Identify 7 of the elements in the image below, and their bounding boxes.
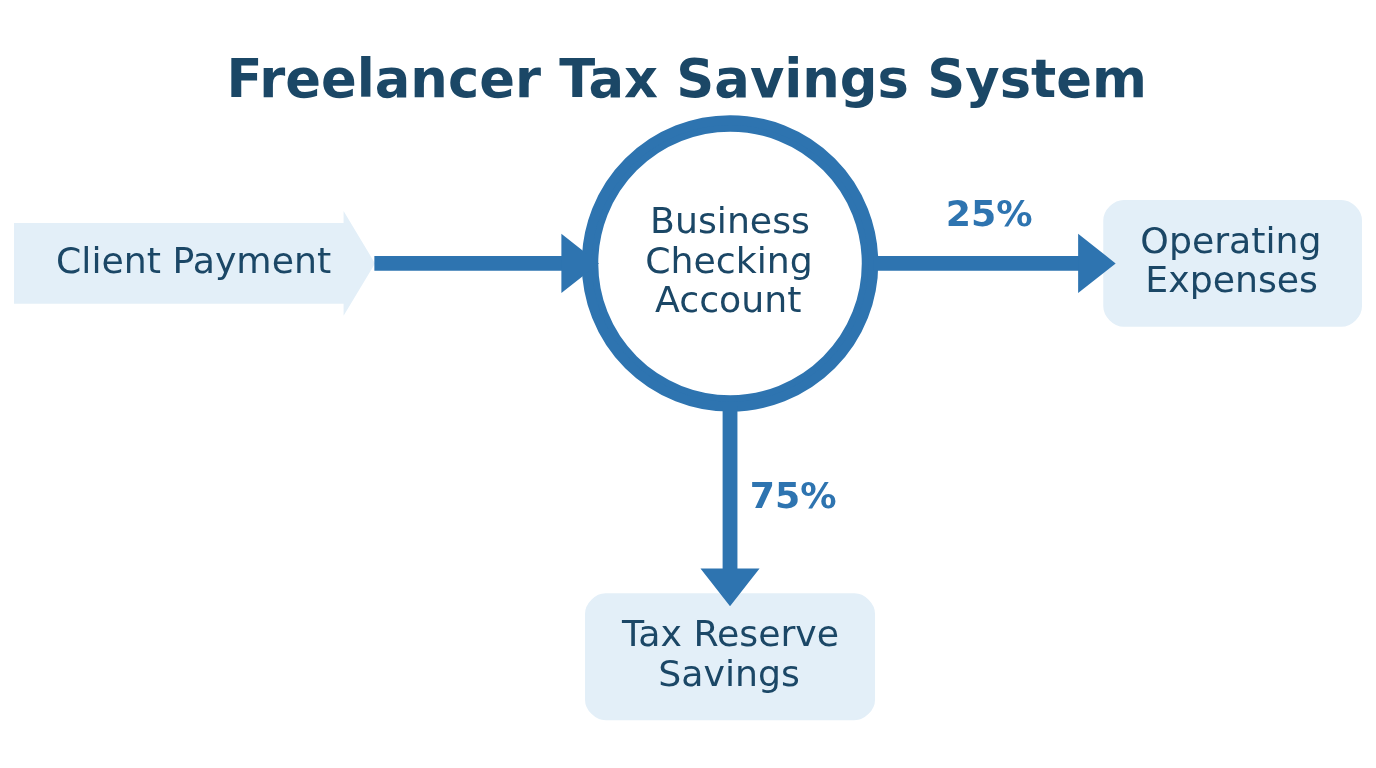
node-circle: Business Checking Account (581, 114, 879, 412)
edge-label: 75% (749, 473, 837, 517)
arrow (374, 233, 599, 293)
node-box: Tax Reserve Savings (585, 592, 876, 720)
node-box: Operating Expenses (1103, 199, 1362, 327)
edge-label: 25% (945, 191, 1033, 235)
diagram-title: Freelancer Tax Savings System (226, 47, 1147, 109)
